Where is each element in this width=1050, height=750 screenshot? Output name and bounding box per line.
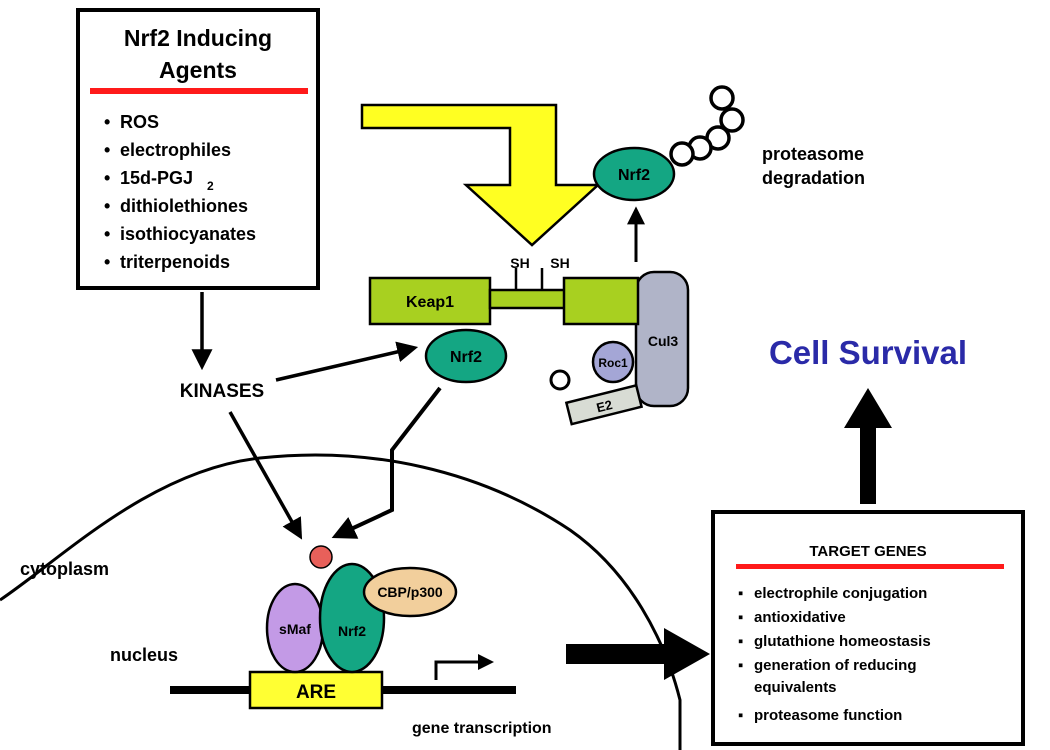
inducer-item-pgj-subscript: 2 [207, 179, 214, 193]
inducing-agents-title-line1: Nrf2 Inducing [124, 25, 272, 51]
cul3-label: Cul3 [648, 333, 679, 349]
inducer-bullet-4: • [104, 196, 110, 216]
target-genes-title: TARGET GENES [809, 543, 926, 560]
proteasome-label-line2: degradation [762, 168, 865, 188]
nrf2-bound-keap1-label: Nrf2 [450, 349, 482, 366]
inducer-bullet-2: • [104, 140, 110, 160]
inducer-item-isothiocyanates: isothiocyanates [120, 224, 256, 244]
target-genes-box: TARGET GENES ▪ electrophile conjugation … [711, 510, 1025, 746]
inducer-item-ros: ROS [120, 112, 159, 132]
e2-shape [564, 383, 644, 426]
ubiquitin-on-e2 [549, 369, 571, 391]
inducer-item-triterpenoids: triterpenoids [120, 252, 230, 272]
ubiquitin-1 [709, 85, 735, 111]
phosphate-dot [309, 545, 333, 569]
are-element [248, 670, 384, 710]
keap1-right-domain [562, 276, 640, 326]
nrf2-nuclear-label: Nrf2 [338, 623, 366, 639]
are-complex: ARE sMaf Nrf2 CBP/p300 gene transcriptio… [170, 545, 552, 737]
keap1-label: Keap1 [406, 294, 454, 311]
inducer-bullet-1: • [104, 112, 110, 132]
target-bullet-5: ▪ [738, 707, 743, 724]
target-item-5: proteasome function [754, 707, 902, 724]
nrf2-degraded [592, 146, 676, 202]
keap1-left-domain [368, 276, 492, 326]
roc1-shape [591, 340, 635, 384]
inducer-bullet-5: • [104, 224, 110, 244]
target-bullet-2: ▪ [738, 609, 743, 626]
transcription-start-stem [434, 660, 478, 680]
e2-group: E2 [564, 383, 644, 426]
inducer-bullet-6: • [104, 252, 110, 272]
inducing-agents-title-line2: Agents [159, 57, 237, 83]
sh-label-1: SH [510, 255, 529, 271]
roc1-label: Roc1 [598, 356, 628, 370]
cytoplasm-label: cytoplasm [20, 559, 109, 579]
gene-transcription-label: gene transcription [412, 720, 552, 737]
arrow-to-target-genes [566, 628, 710, 680]
cbp-p300-label: CBP/p300 [377, 584, 443, 600]
nucleus-label: nucleus [110, 645, 178, 665]
yellow-inducer-arrow [360, 103, 602, 247]
transcription-start-arrowhead [478, 654, 494, 670]
target-bullet-1: ▪ [738, 585, 743, 602]
cell-survival-label: Cell Survival [769, 334, 967, 371]
target-genes-frame [711, 510, 1025, 746]
kinases-label: KINASES [180, 381, 264, 402]
sh-label-2: SH [550, 255, 569, 271]
target-item-2: antioxidative [754, 609, 846, 626]
target-bullet-3: ▪ [738, 633, 743, 650]
proteasome-label-line1: proteasome [762, 144, 864, 164]
degradation-group: Nrf2 proteasome degradation [592, 85, 865, 202]
inducer-bullet-3: • [104, 168, 110, 188]
keap1-linker [488, 288, 568, 310]
target-item-3: glutathione homeostasis [754, 633, 931, 650]
are-label: ARE [296, 682, 336, 703]
arrow-to-cell-survival [844, 388, 892, 504]
keap1-complex: Cul3 Keap1 SH SH Nrf2 Roc1 E2 [368, 255, 690, 426]
arrow-nrf2-to-nucleus [331, 386, 442, 539]
cul3-shape [634, 270, 690, 408]
target-item-4: generation of reducing [754, 657, 917, 674]
nrf2-degraded-label: Nrf2 [618, 167, 650, 184]
ubiquitin-5 [669, 141, 695, 167]
e2-label: E2 [595, 397, 614, 415]
inducer-item-pgj: 15d-PGJ [120, 168, 193, 188]
inducing-agents-frame [76, 8, 320, 290]
target-bullet-4: ▪ [738, 657, 743, 674]
arrow-kinases-to-phosphate [228, 411, 303, 540]
target-item-1: electrophile conjugation [754, 585, 927, 602]
smaf-label: sMaf [279, 621, 311, 637]
arrow-kinases-to-nrf2 [275, 341, 419, 382]
nrf2-bound-keap1 [424, 328, 508, 384]
inducer-item-dithiolethiones: dithiolethiones [120, 196, 248, 216]
inducing-agents-red-rule [90, 88, 308, 94]
cbp-p300-shape [362, 566, 458, 618]
nuclear-membrane [0, 453, 682, 750]
target-genes-red-rule [736, 564, 1004, 569]
inducing-agents-box: Nrf2 Inducing Agents • ROS • electrophil… [76, 8, 320, 290]
inducer-item-electrophiles: electrophiles [120, 140, 231, 160]
ubiquitin-2 [719, 107, 745, 133]
target-item-4-line2: equivalents [754, 679, 837, 696]
